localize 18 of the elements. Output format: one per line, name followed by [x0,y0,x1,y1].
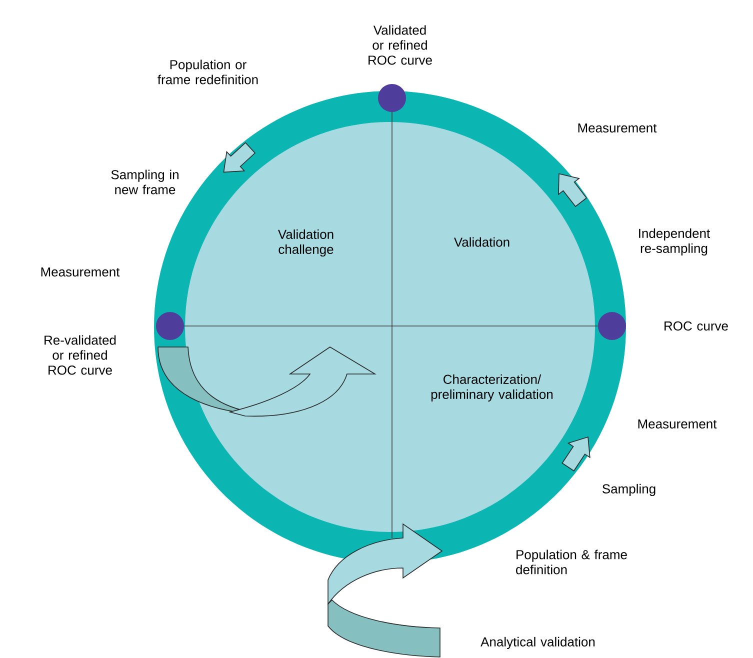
step-label: Analytical validation [480,636,595,650]
milestone-dot [378,84,406,112]
milestone-label: Re-validated or refined ROC curve [44,335,116,375]
step-label: Population or frame redefinition [158,60,258,84]
milestone-dot [156,312,184,340]
step-label: Characterization/ preliminary validation [431,374,553,402]
milestone-dot [598,312,626,340]
step-label: Sampling [602,484,656,496]
step-label: Measurement [41,267,120,277]
step-label: Validation challenge [278,229,334,257]
milestone-label: ROC curve [664,321,728,331]
step-label: Population & frame definition [516,550,627,574]
step-label: Measurement [578,123,657,133]
milestone-label: Validated or refined ROC curve [368,25,432,65]
step-label: Sampling in new frame [111,170,178,194]
step-label: Independent re-sampling [639,228,710,256]
step-label: Validation [454,237,510,247]
step-label: Measurement [638,419,717,429]
